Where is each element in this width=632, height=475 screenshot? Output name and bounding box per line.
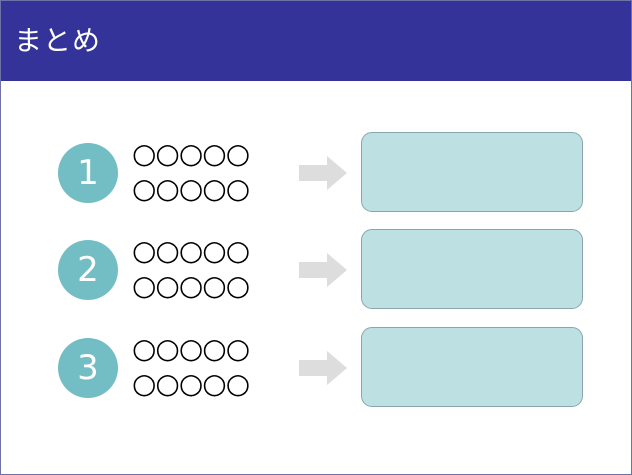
result-box xyxy=(361,132,583,212)
number-badge: 2 xyxy=(58,240,118,300)
result-box xyxy=(361,229,583,309)
number-badge: 3 xyxy=(58,338,118,398)
placeholder-line-2: ○○○○○ xyxy=(132,269,250,302)
placeholder-line-1: ○○○○○ xyxy=(132,332,250,365)
number-badge: 1 xyxy=(58,143,118,203)
right-arrow-icon xyxy=(299,156,347,190)
slide-title: まとめ xyxy=(14,24,102,57)
right-arrow-icon xyxy=(299,253,347,287)
right-arrow-icon xyxy=(299,351,347,385)
placeholder-text: ○○○○○○○○○○ xyxy=(132,331,292,401)
placeholder-line-2: ○○○○○ xyxy=(132,172,250,205)
result-box xyxy=(361,327,583,407)
summary-row-1: 1 ○○○○○○○○○○ xyxy=(1,132,631,214)
placeholder-text: ○○○○○○○○○○ xyxy=(132,136,292,206)
placeholder-line-1: ○○○○○ xyxy=(132,137,250,170)
summary-row-2: 2 ○○○○○○○○○○ xyxy=(1,229,631,311)
placeholder-text: ○○○○○○○○○○ xyxy=(132,233,292,303)
placeholder-line-2: ○○○○○ xyxy=(132,367,250,400)
title-bar: まとめ xyxy=(1,1,631,81)
summary-row-3: 3 ○○○○○○○○○○ xyxy=(1,327,631,409)
placeholder-line-1: ○○○○○ xyxy=(132,234,250,267)
